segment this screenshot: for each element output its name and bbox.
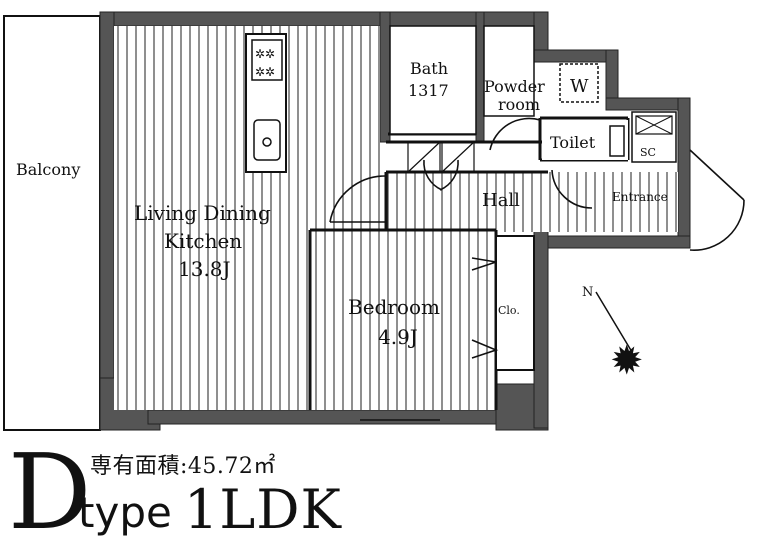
bedroom-size: 4.9J bbox=[378, 325, 418, 349]
washer-space bbox=[559, 63, 599, 103]
balcony-label: Balcony bbox=[16, 160, 80, 179]
stove-burners-icon-2: ✲✲ bbox=[255, 65, 275, 79]
sink-drain-icon bbox=[262, 137, 272, 147]
bath-size: 1317 bbox=[408, 81, 449, 100]
bath-label: Bath bbox=[410, 59, 448, 78]
closet bbox=[495, 235, 535, 371]
powder-room-label-1: Powder bbox=[484, 77, 545, 96]
balcony-area bbox=[3, 15, 101, 431]
hall-floor bbox=[386, 172, 678, 232]
powder-room bbox=[483, 25, 535, 117]
compass-star-icon: ✹ bbox=[610, 338, 644, 384]
hall-label: Hall bbox=[482, 190, 520, 211]
unit-type: 1LDK bbox=[184, 478, 342, 541]
washer-label: W bbox=[570, 76, 589, 97]
floor-area: 専有面積:45.72㎡ bbox=[90, 454, 276, 479]
storage-crosses bbox=[407, 141, 475, 173]
powder-room-label-2: room bbox=[498, 95, 540, 114]
ldk-label-line1: Living Dining bbox=[134, 201, 271, 225]
entrance-label: Entrance bbox=[612, 190, 668, 204]
door-swings bbox=[329, 117, 745, 421]
ldk-label-line2: Kitchen bbox=[164, 229, 242, 253]
type-letter: D bbox=[8, 431, 92, 553]
compass: N ✹ bbox=[582, 285, 644, 384]
stove-burners-icon: ✲✲ bbox=[255, 47, 275, 61]
sink bbox=[253, 119, 281, 161]
plan-footer: D 専有面積:45.72㎡ type 1LDK bbox=[8, 431, 748, 553]
toilet-label: Toilet bbox=[550, 133, 596, 152]
ldk-size: 13.8J bbox=[178, 257, 231, 281]
closet-label: Clo. bbox=[498, 304, 520, 317]
shoe-cabinet-label: SC bbox=[640, 146, 656, 159]
type-word: type bbox=[78, 488, 172, 537]
bath-room bbox=[389, 25, 477, 135]
toilet-fixture bbox=[609, 125, 625, 157]
compass-north-label: N bbox=[582, 285, 593, 300]
bedroom-floor bbox=[312, 232, 496, 410]
bedroom-label: Bedroom bbox=[348, 295, 440, 319]
stove bbox=[251, 39, 283, 81]
